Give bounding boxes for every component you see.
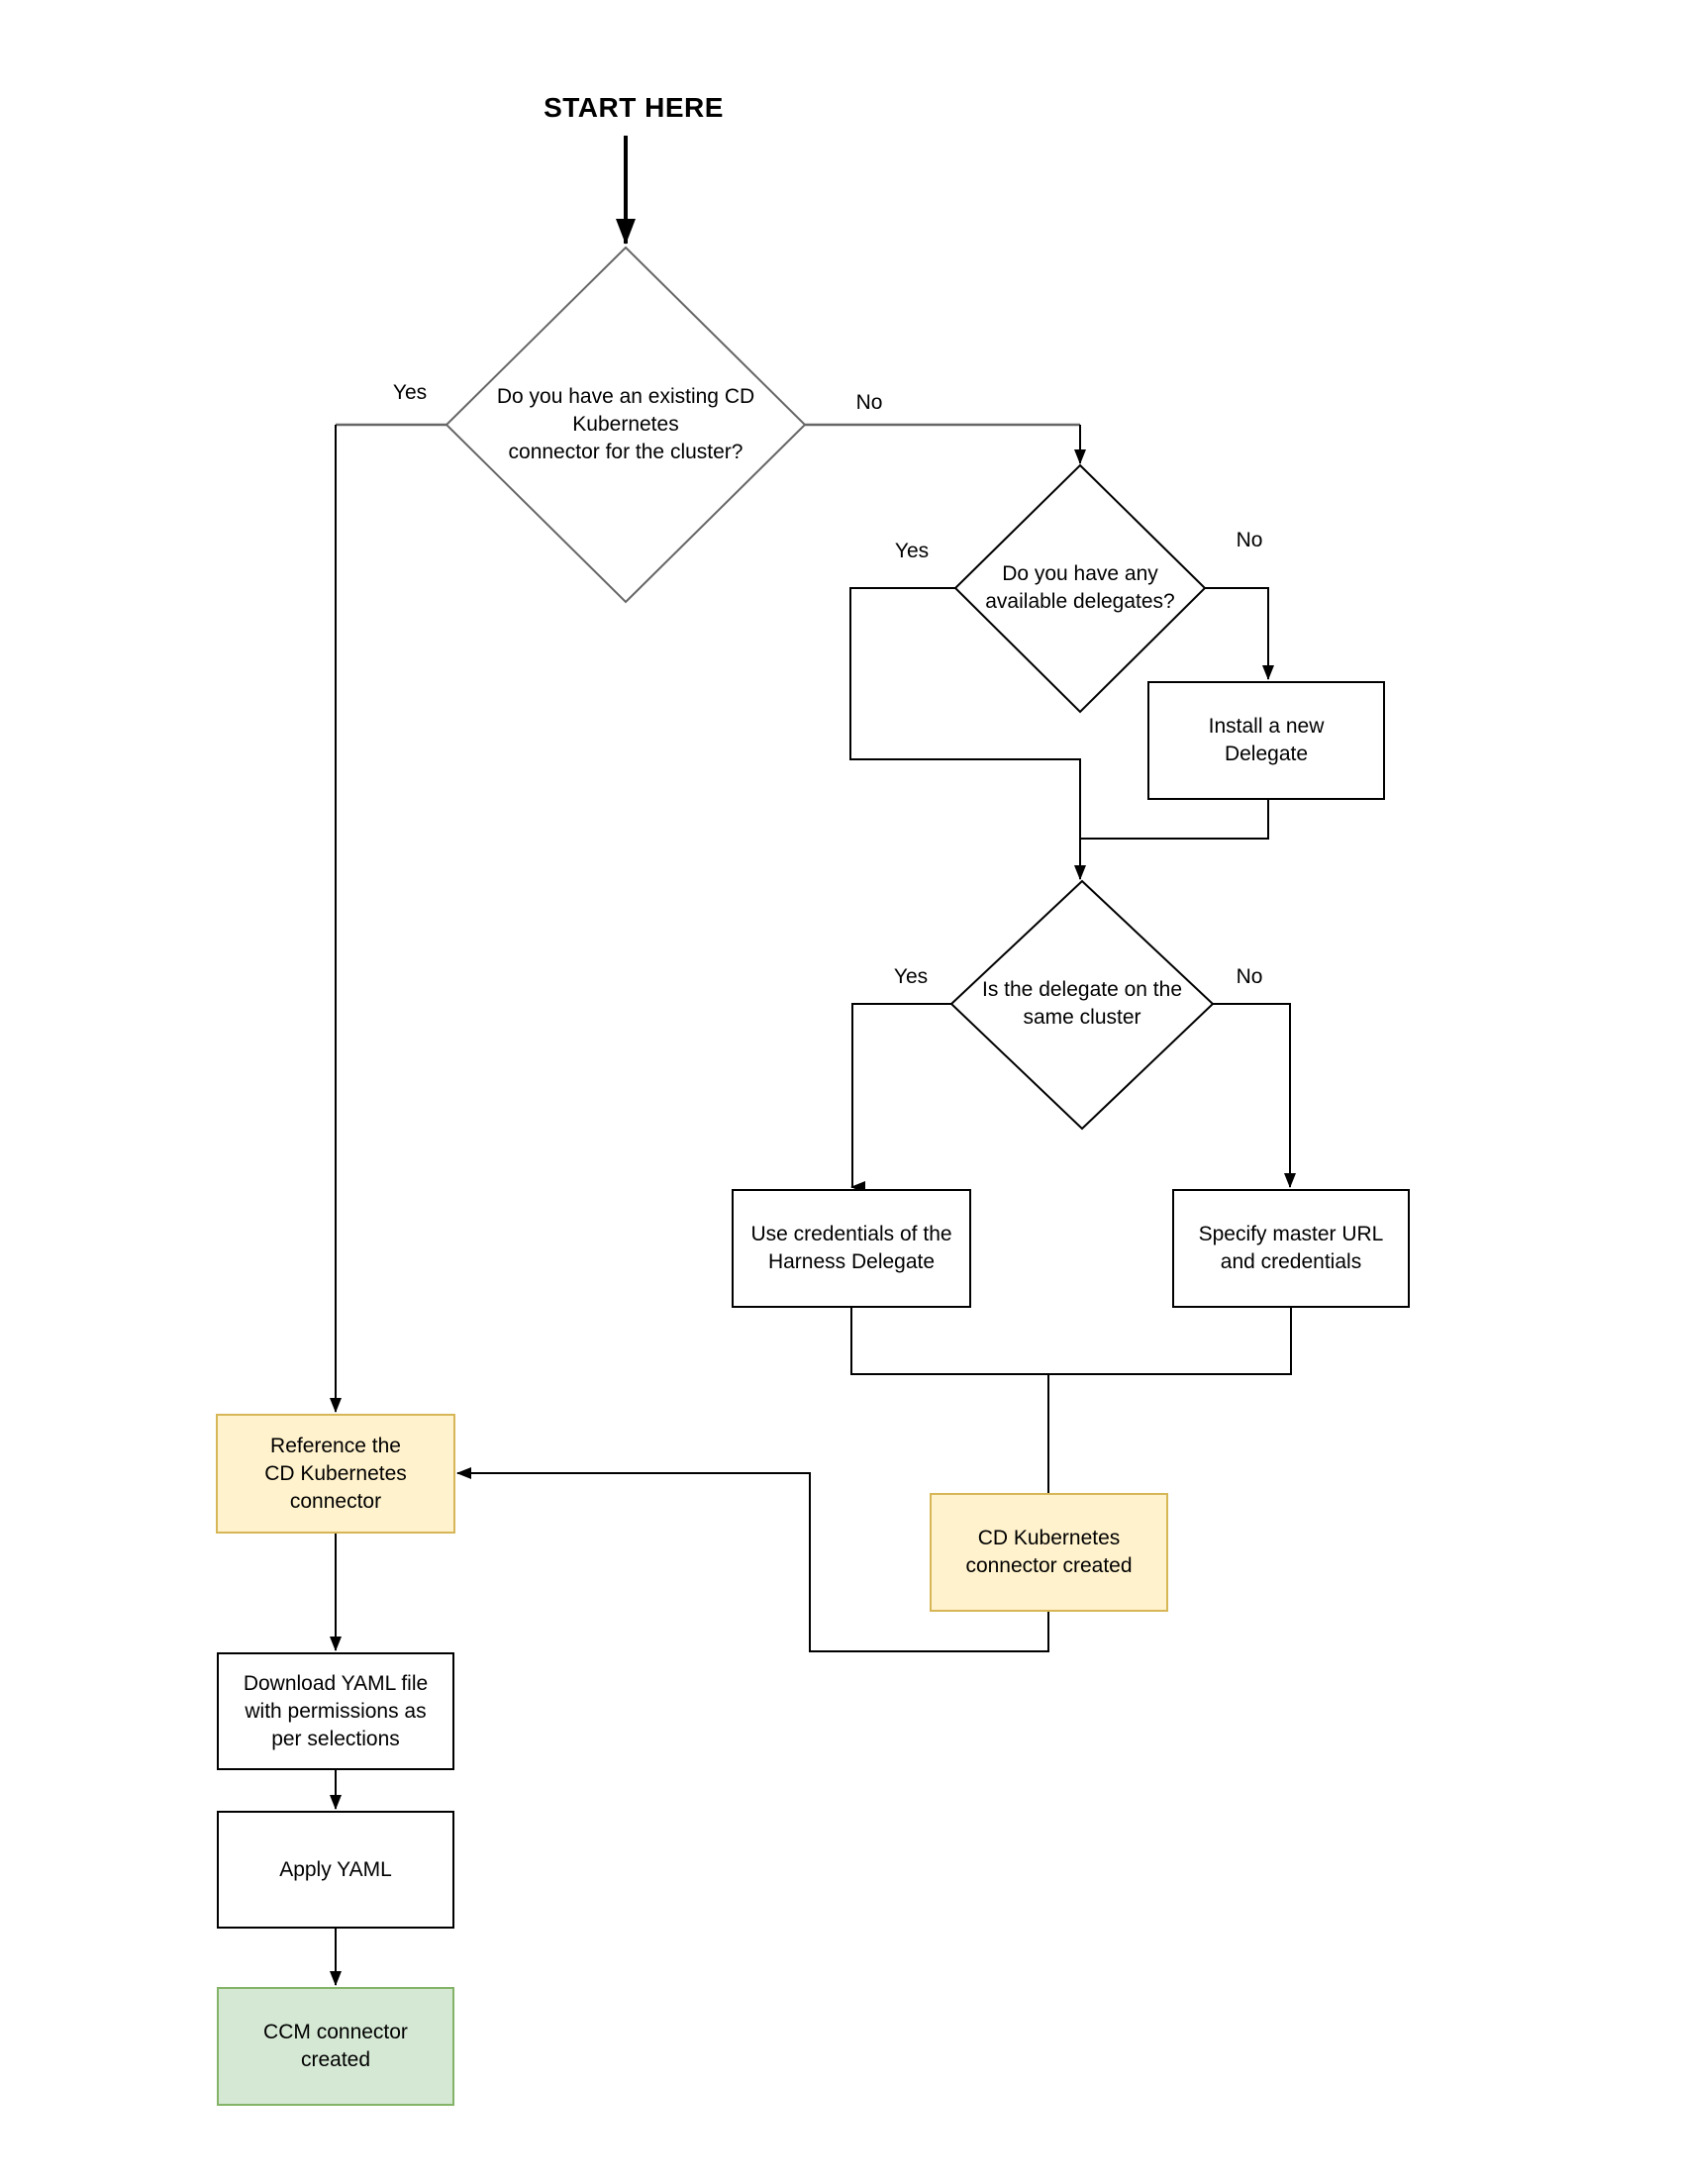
label-existing-connector-yes: Yes [392, 381, 428, 404]
label-same-cluster-yes: Yes [893, 965, 929, 988]
decision-same-cluster-text: Is the delegate on the same cluster [982, 978, 1182, 1029]
edge-created-to-reference [456, 1467, 1049, 1652]
edge-no-delegates [1205, 587, 1274, 680]
step-use-delegate-credentials: Use credentials of the Harness Delegate [732, 1189, 971, 1308]
decision-same-cluster-shape [949, 879, 1215, 1131]
step-ccm-connector-created: CCM connector created [217, 1987, 454, 2106]
label-available-delegates-no: No [1236, 529, 1263, 551]
decision-available-delegates-text: Do you have any available delegates? [985, 562, 1175, 613]
step-cd-connector-created: CD Kubernetes connector created [930, 1493, 1168, 1612]
step-reference-connector: Reference the CD Kubernetes connector [216, 1414, 455, 1534]
label-available-delegates-yes: Yes [894, 540, 930, 562]
edge-no-same-cluster [1213, 1003, 1296, 1188]
decision-existing-connector-shape [445, 246, 807, 604]
decision-existing-connector-text: Do you have an existing CD Kubernetes co… [496, 385, 755, 463]
decision-available-delegates-shape [953, 463, 1207, 714]
start-here-title: START HERE [544, 92, 724, 123]
label-existing-connector-no: No [855, 391, 883, 414]
step-install-delegate: Install a new Delegate [1147, 681, 1385, 800]
edge-credentials-merge [850, 1308, 1292, 1375]
edge-install-to-cluster-check [1080, 800, 1269, 840]
step-apply-yaml: Apply YAML [217, 1811, 454, 1929]
edge-yes-delegates [849, 587, 1086, 880]
step-specify-master-url: Specify master URL and credentials [1172, 1189, 1410, 1308]
edge-yes-same-cluster [850, 1003, 951, 1193]
label-same-cluster-no: No [1236, 965, 1263, 988]
step-download-yaml: Download YAML file with permissions as p… [217, 1652, 454, 1770]
